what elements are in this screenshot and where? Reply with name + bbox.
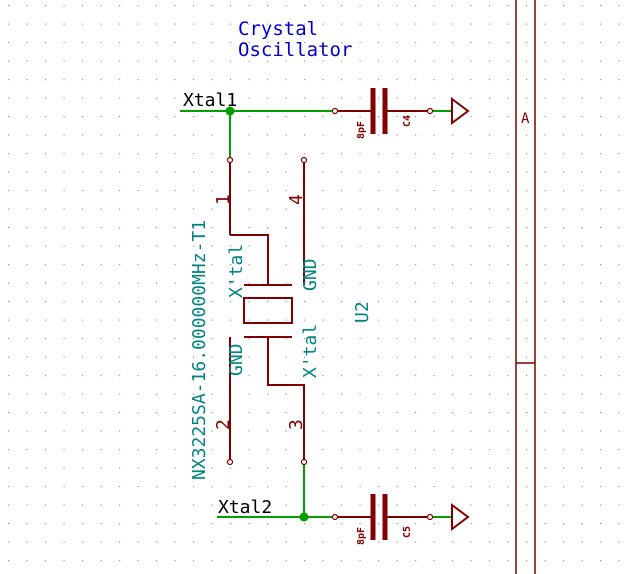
pin-4-endpoint (300, 156, 308, 164)
pin-2-endpoint (226, 458, 234, 466)
capacitor-c4[interactable] (331, 88, 434, 134)
border-zone-label: A (521, 111, 530, 127)
sheet-title-line1: Crystal (238, 18, 318, 40)
wires (180, 110, 452, 518)
pin-name-xtal-bottom: X'tal (300, 324, 321, 378)
grid-dots (8, 5, 620, 562)
pin-number-4: 4 (286, 194, 307, 205)
sheet-title-line2: Oscillator (238, 39, 352, 61)
crystal-value[interactable]: NX3225SA-16.000000MHz-T1 (189, 220, 210, 480)
sheet-frame (515, 0, 536, 574)
pin-name-gnd-top: GND (300, 258, 321, 291)
c5-reference[interactable]: C5 (402, 526, 413, 538)
junction-xtal2 (299, 512, 309, 522)
pin-3-path (267, 337, 305, 462)
pin-number-2: 2 (213, 419, 234, 430)
junction-xtal1 (225, 106, 235, 116)
pin-1-endpoint (226, 156, 234, 164)
pin-endpoints (226, 156, 308, 466)
c5-pin-left (331, 513, 339, 521)
net-label-xtal1[interactable]: Xtal1 (183, 90, 237, 111)
pin-number-3: 3 (286, 419, 307, 430)
pin-1-path (230, 234, 269, 285)
pin-name-xtal-top: X'tal (226, 244, 247, 298)
pin-3-endpoint (300, 458, 308, 466)
capacitor-c5[interactable] (331, 494, 434, 540)
crystal-reference[interactable]: U2 (352, 301, 373, 323)
crystal-body (243, 297, 293, 324)
pin-number-1: 1 (213, 194, 234, 205)
c5-pin-right (426, 513, 434, 521)
crystal-u2[interactable] (229, 160, 305, 462)
ground-symbol-c4 (451, 97, 470, 125)
c4-pin-right (426, 107, 434, 115)
c4-pin-left (331, 107, 339, 115)
c5-value[interactable]: 8pF (356, 527, 367, 545)
c4-reference[interactable]: C4 (402, 115, 413, 127)
ground-symbol-c5 (451, 503, 470, 531)
net-label-xtal2[interactable]: Xtal2 (218, 497, 272, 518)
pin-name-gnd-bottom: GND (226, 343, 247, 376)
c4-value[interactable]: 8pF (356, 121, 367, 139)
